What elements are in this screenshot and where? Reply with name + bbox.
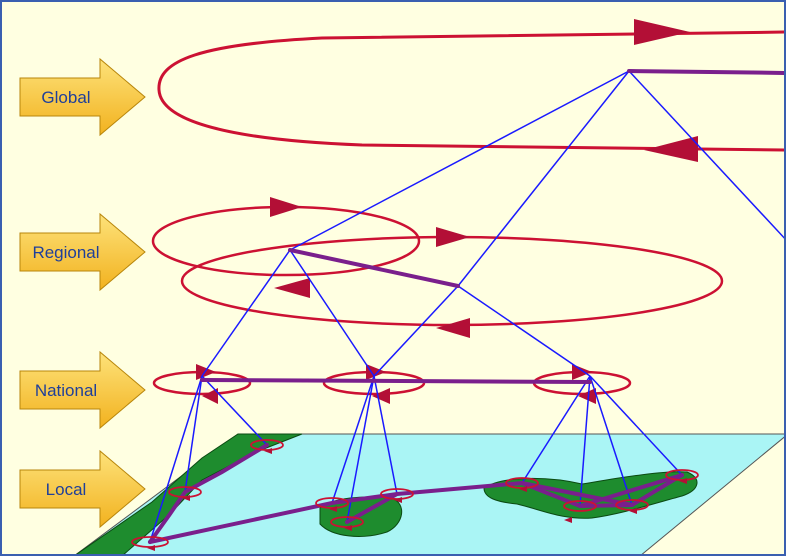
global-cycle-arrow-right — [634, 19, 690, 45]
hierarchy-links — [149, 70, 784, 543]
level-arrow-global: Global — [19, 57, 146, 137]
regional-arrow-2 — [436, 227, 470, 247]
level-label-regional: Regional — [32, 243, 99, 262]
global-cycle — [157, 30, 784, 152]
regional-arrow-1 — [270, 197, 302, 217]
level-arrow-local: Local — [19, 449, 146, 529]
national-arrow-2a — [366, 364, 386, 380]
regional-cycle-1 — [151, 205, 421, 277]
regional-arrow-4 — [436, 318, 470, 338]
national-arrow-2b — [372, 388, 390, 404]
regional-cycle-2 — [180, 235, 724, 327]
level-label-global: Global — [41, 88, 90, 107]
level-arrow-national: National — [19, 350, 146, 430]
national-arrow-3b — [578, 388, 596, 404]
level-arrow-regional: Regional — [19, 212, 146, 292]
level-label-local: Local — [46, 480, 87, 499]
level-label-national: National — [35, 381, 97, 400]
global-cycle-arrow-left — [644, 136, 698, 162]
national-arrow-1b — [202, 388, 218, 404]
local-cycle-arrows — [147, 448, 687, 551]
regional-arrow-3 — [274, 278, 310, 298]
land-strip-left — [76, 433, 303, 554]
national-arrow-1a — [196, 364, 216, 380]
